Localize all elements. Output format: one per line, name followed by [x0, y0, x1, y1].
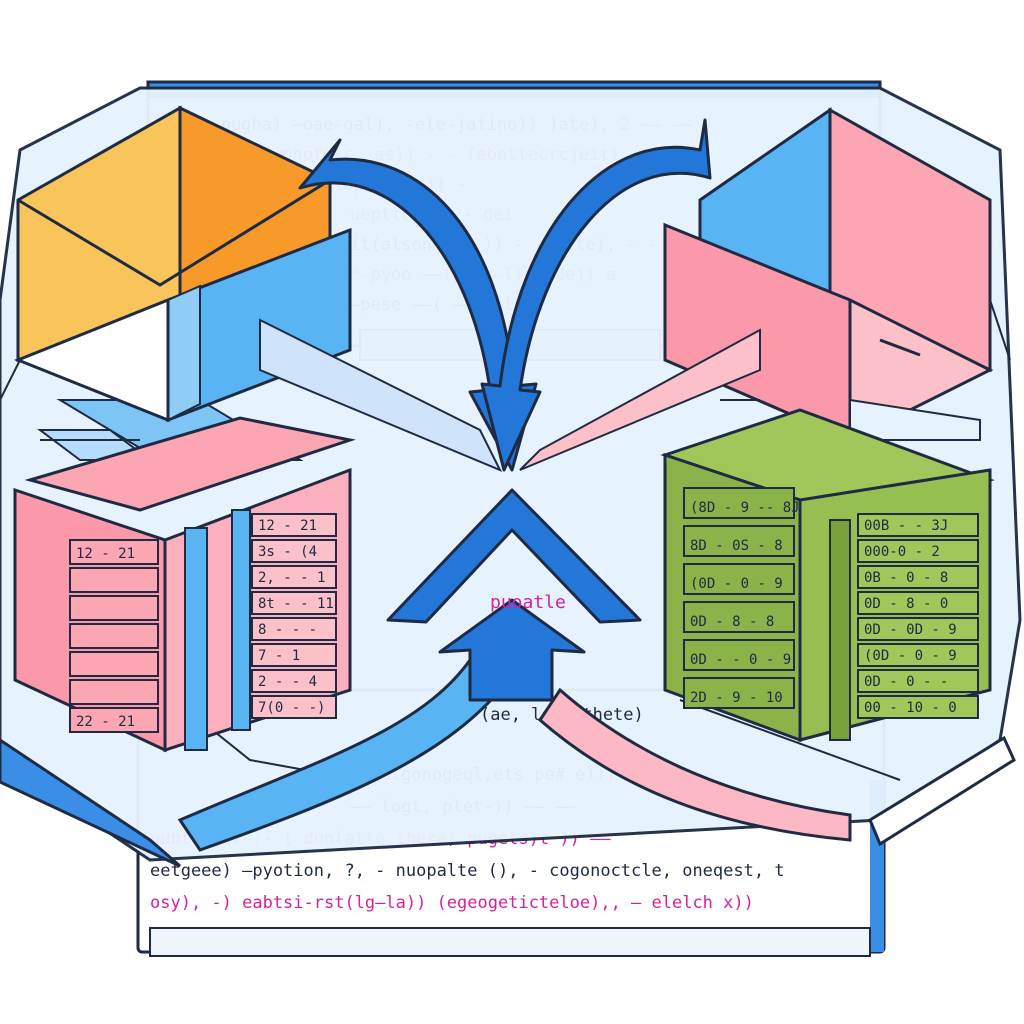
- table-cell: 7 ‑ 1: [258, 648, 300, 664]
- table-row: [857, 669, 979, 693]
- table-cell: 8 ‑ ‑ ‑: [258, 622, 317, 638]
- table-row: [69, 679, 159, 705]
- table-row: [251, 591, 337, 615]
- table-row: [251, 539, 337, 563]
- table-row: [857, 643, 979, 667]
- left-table-stack: 12 ‑ 21 22 ‑ 21 12 ‑ 21 3s ‑ (4 2, ‑ ‑ 1 8t …: [13, 416, 356, 753]
- table-row: [69, 651, 159, 677]
- table-cell: 0D ‑ 8 ‑ 0: [864, 596, 948, 612]
- table-cell: 2D ‑ 9 ‑ 10: [690, 690, 783, 706]
- table-cell: 0D ‑ ‑ 0 ‑ 9: [690, 652, 791, 668]
- table-cell: 2, ‑ ‑ 1: [258, 570, 325, 586]
- table-row: [683, 601, 795, 633]
- table-row: [251, 695, 337, 719]
- table-cell: 2 ‑ ‑ 4: [258, 674, 317, 690]
- table-cell: 12 ‑ 21: [258, 518, 317, 534]
- table-cell: 00B ‑ ‑ 3J: [864, 518, 948, 534]
- ribbons: [177, 318, 852, 852]
- arrows: [298, 118, 712, 702]
- table-row: [683, 677, 795, 709]
- table-row: [683, 563, 795, 595]
- table-row: [69, 567, 159, 593]
- table-cell: (0D ‑ 0 ‑ 9: [864, 648, 957, 664]
- table-cell: 22 ‑ 21: [76, 714, 135, 730]
- table-row: [857, 695, 979, 719]
- table-row: [683, 525, 795, 557]
- table-cell: 000‑0 ‑ 2: [864, 544, 940, 560]
- table-row: [683, 639, 795, 671]
- arrow-up-bottom: [438, 598, 586, 702]
- arrow-right-to-center: [480, 118, 712, 472]
- table-cell: 0D ‑ 0D ‑ 9: [864, 622, 957, 638]
- center-label: puoatle: [490, 592, 566, 613]
- right-table-stack: (8D ‑ 9 ‑‑ 8J 8D ‑ 0S ‑ 8 (0D ‑ 0 ‑ 9 0D ‑ …: [660, 408, 995, 743]
- table-cell: 8D ‑ 0S ‑ 8: [690, 538, 783, 554]
- arrow-chevron-up: [386, 488, 642, 624]
- table-row: [251, 643, 337, 667]
- table-cell: 7(0 ‑ ‑): [258, 700, 325, 716]
- table-row: [857, 617, 979, 641]
- table-cell: 3s ‑ (4: [258, 544, 317, 560]
- table-row: [683, 487, 795, 519]
- table-row: [69, 623, 159, 649]
- table-cell: (8D ‑ 9 ‑‑ 8J: [690, 500, 800, 516]
- left-prism: [13, 105, 352, 461]
- table-cell: 00 ‑ 10 ‑ 0: [864, 700, 957, 716]
- table-cell: 0B ‑ 0 ‑ 8: [864, 570, 948, 586]
- table-cell: 0D ‑ 8 ‑ 8: [690, 614, 774, 630]
- table-row: [251, 565, 337, 589]
- table-cell: 8t ‑ ‑ 11: [258, 596, 334, 612]
- table-row: [251, 513, 337, 537]
- table-row: [857, 565, 979, 589]
- table-cell: 0D ‑ 0 ‑ ‑: [864, 674, 948, 690]
- table-row: [69, 539, 159, 565]
- table-row: [857, 539, 979, 563]
- table-cell: (0D ‑ 0 ‑ 9: [690, 576, 783, 592]
- table-cell: 12 ‑ 21: [76, 546, 135, 562]
- code-line: eetgeee) —pyotion, ?, ‑ nuopalte (), ‑ c…: [150, 861, 785, 881]
- table-row: [251, 617, 337, 641]
- table-row: [251, 669, 337, 693]
- code-line: osy), ‑) eabtsi‑rst(lg—la)) (egeogeticte…: [150, 893, 754, 913]
- table-row: [69, 707, 159, 733]
- table-row: [857, 591, 979, 615]
- table-row: [69, 595, 159, 621]
- table-row: [857, 513, 979, 537]
